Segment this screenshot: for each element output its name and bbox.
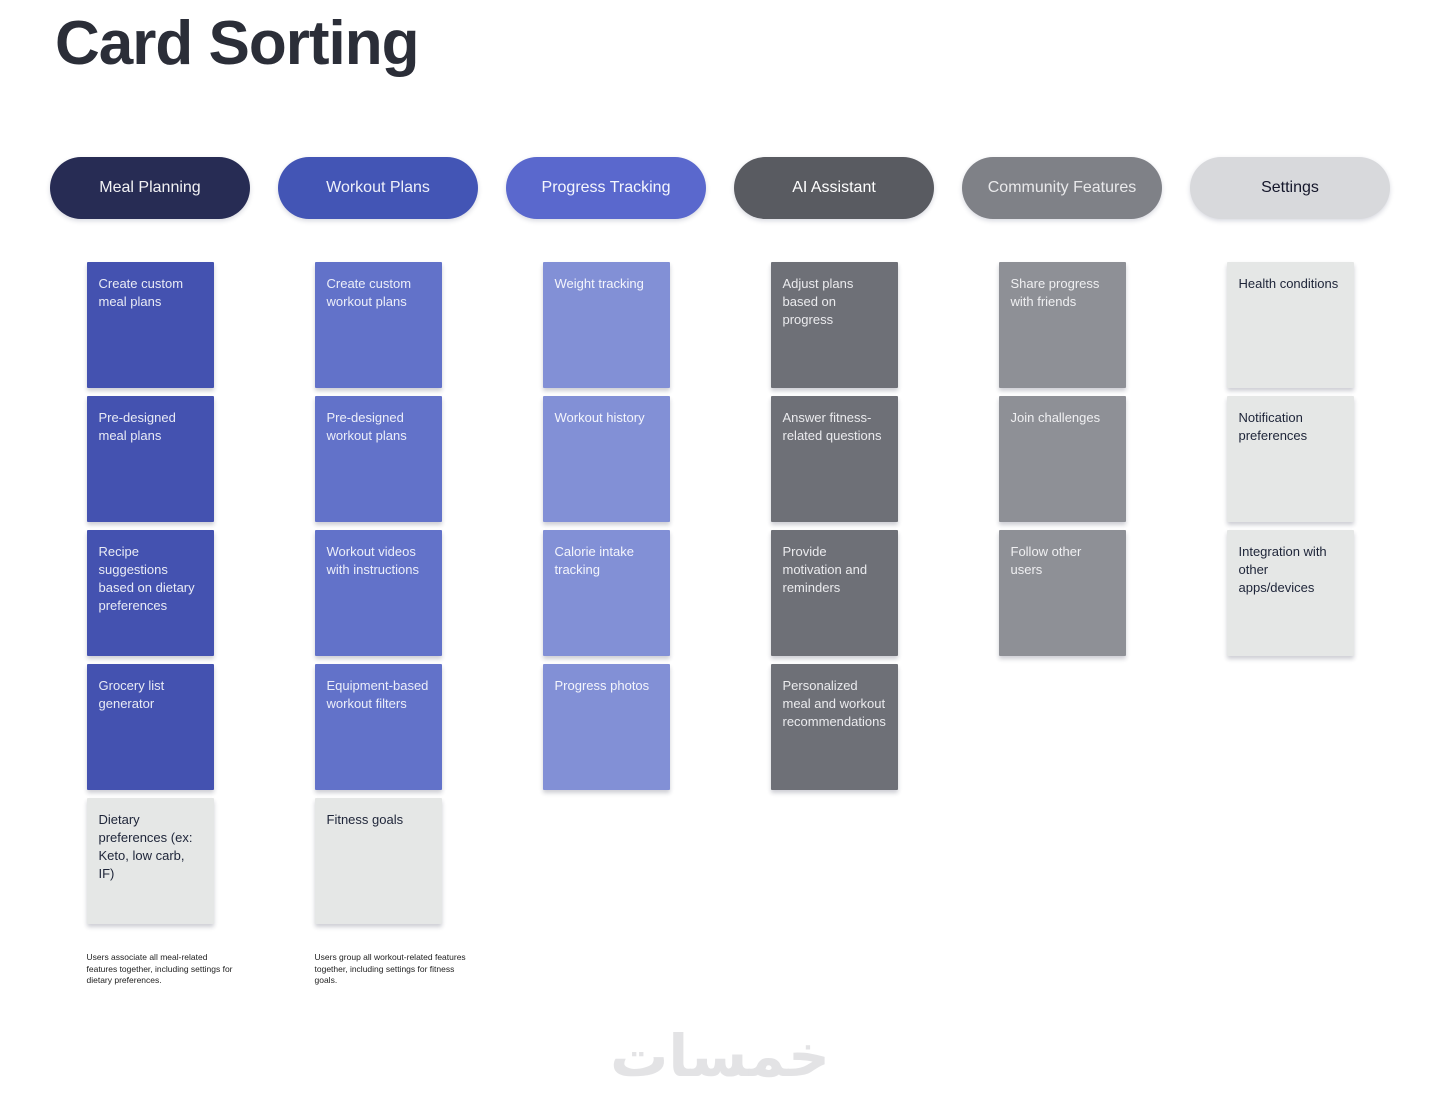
feature-card-workout-plans-3[interactable]: Equipment-based workout filters [314,664,442,790]
feature-card-community-features-0[interactable]: Share progress with friends [998,262,1126,388]
feature-card-progress-tracking-1[interactable]: Workout history [542,396,670,522]
category-pill-meal-planning[interactable]: Meal Planning [50,157,250,219]
feature-card-workout-plans-4[interactable]: Fitness goals [314,798,442,924]
feature-card-settings-0[interactable]: Health conditions [1226,262,1354,388]
feature-card-ai-assistant-3[interactable]: Personalized meal and workout recommenda… [770,664,898,790]
feature-card-progress-tracking-0[interactable]: Weight tracking [542,262,670,388]
feature-card-meal-planning-1[interactable]: Pre-designed meal plans [86,396,214,522]
feature-card-ai-assistant-2[interactable]: Provide motivation and reminders [770,530,898,656]
feature-card-meal-planning-2[interactable]: Recipe suggestions based on dietary pref… [86,530,214,656]
feature-card-meal-planning-0[interactable]: Create custom meal plans [86,262,214,388]
feature-card-workout-plans-2[interactable]: Workout videos with instructions [314,530,442,656]
feature-card-progress-tracking-2[interactable]: Calorie intake tracking [542,530,670,656]
feature-card-progress-tracking-3[interactable]: Progress photos [542,664,670,790]
feature-card-workout-plans-1[interactable]: Pre-designed workout plans [314,396,442,522]
column-note-meal-planning: Users associate all meal-related feature… [86,952,233,985]
feature-card-settings-2[interactable]: Integration with other apps/devices [1226,530,1354,656]
feature-card-workout-plans-0[interactable]: Create custom workout plans [314,262,442,388]
feature-card-community-features-1[interactable]: Join challenges [998,396,1126,522]
category-pill-progress-tracking[interactable]: Progress Tracking [506,157,706,219]
category-pill-settings[interactable]: Settings [1190,157,1390,219]
page-title: Card Sorting [55,9,419,78]
category-pill-ai-assistant[interactable]: AI Assistant [734,157,934,219]
feature-card-settings-1[interactable]: Notification preferences [1226,396,1354,522]
feature-card-meal-planning-4[interactable]: Dietary preferences (ex: Keto, low carb,… [86,798,214,924]
feature-card-meal-planning-3[interactable]: Grocery list generator [86,664,214,790]
khamsat-watermark: خمسات [610,1022,830,1090]
feature-card-ai-assistant-1[interactable]: Answer fitness-related questions [770,396,898,522]
category-pill-workout-plans[interactable]: Workout Plans [278,157,478,219]
category-pill-community-features[interactable]: Community Features [962,157,1162,219]
feature-card-community-features-2[interactable]: Follow other users [998,530,1126,656]
feature-card-ai-assistant-0[interactable]: Adjust plans based on progress [770,262,898,388]
column-note-workout-plans: Users group all workout-related features… [314,952,466,985]
